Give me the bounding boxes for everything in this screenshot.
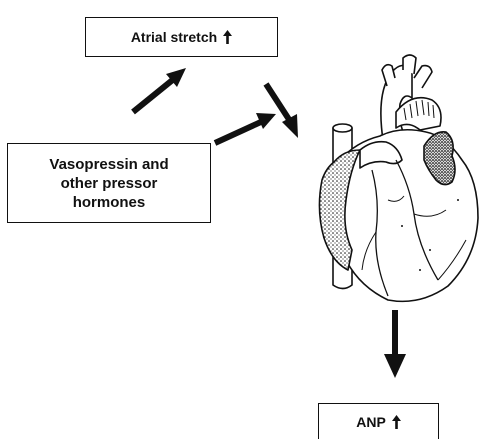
- up-arrow-icon: [392, 415, 401, 429]
- arrow-heart-to-anp: [384, 310, 406, 378]
- arrow-vaso-to-heart: [215, 113, 276, 143]
- arrow-atrial-to-heart: [266, 84, 298, 138]
- anp-label: ANP: [356, 414, 386, 430]
- vasopressin-box: Vasopressin and other pressor hormones: [7, 143, 211, 223]
- arrow-vaso-to-atrial: [133, 68, 186, 112]
- vasopressin-line-2: other pressor: [61, 174, 158, 193]
- anp-box: ANP: [318, 403, 439, 439]
- vasopressin-line-3: hormones: [73, 193, 146, 212]
- atrial-stretch-box: Atrial stretch: [85, 17, 278, 57]
- atrial-stretch-label: Atrial stretch: [131, 29, 217, 45]
- vasopressin-line-1: Vasopressin and: [49, 155, 168, 174]
- heart-illustration: [319, 55, 478, 301]
- up-arrow-icon: [223, 30, 232, 44]
